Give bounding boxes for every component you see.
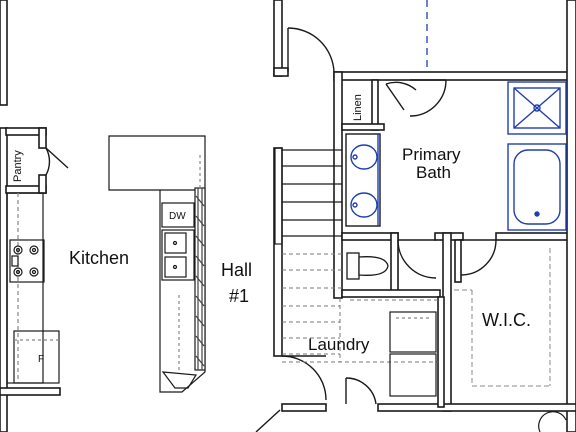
wall-toilet-right [390, 232, 399, 296]
wall-bedroom-bottom [273, 67, 289, 77]
fridge-label: F [38, 354, 44, 365]
sink-icon [350, 144, 378, 170]
linen-label: Linen [352, 94, 364, 121]
bathtub-icon [507, 143, 567, 231]
range-icon [9, 239, 45, 283]
wall-left-exterior-top [0, 0, 8, 106]
kitchen-label: Kitchen [69, 248, 129, 268]
wall-bath-bottom-left [341, 232, 399, 241]
bath-fixtures [345, 81, 567, 231]
shower-icon [507, 81, 567, 135]
wall-bedroom-left [273, 0, 283, 77]
vanity [345, 133, 381, 227]
kitchen-fixtures [6, 135, 206, 393]
wall-laundry-right [437, 296, 445, 408]
stairs [274, 147, 342, 245]
dryer-icon [389, 353, 437, 397]
wall-laundry-bottom [281, 403, 327, 412]
doors [45, 27, 497, 405]
island [108, 135, 206, 393]
wall-linen-right [371, 79, 379, 131]
washer-dryer [389, 311, 437, 397]
wall-bedroom-bath [333, 71, 576, 81]
wall-pantry-right-lower [38, 174, 47, 194]
pantry-label: Pantry [12, 150, 24, 182]
wall-wic-right [566, 0, 576, 432]
stairs-below [282, 253, 438, 363]
wic-label: W.I.C. [482, 310, 531, 330]
primary-bath-label-line2: Bath [416, 163, 451, 182]
wall-toilet-bottom [341, 289, 441, 298]
closet-shelves [454, 248, 551, 387]
wall-bottom-left [0, 387, 61, 396]
washer-icon [389, 311, 437, 353]
wall-linen-bottom [341, 123, 385, 131]
wall-wic-left-stub [454, 239, 462, 283]
wall-left-exterior-bottom [0, 127, 8, 432]
laundry-label: Laundry [308, 335, 370, 354]
wall-bath-bottom-right [495, 232, 576, 241]
primary-bath-label: Primary [402, 145, 461, 164]
dishwasher-label: DW [169, 211, 186, 222]
sink-icon [350, 192, 378, 218]
wall-bottom-right [377, 403, 576, 412]
fridge-icon [13, 330, 60, 384]
hall-number-label: #1 [229, 286, 249, 306]
toilet-icon [346, 252, 389, 280]
hall-label: Hall [221, 260, 252, 280]
wall-pantry-right [38, 127, 47, 149]
wall-bath-left [333, 71, 343, 299]
bottom-door-arc [538, 411, 567, 432]
sink-icon [161, 229, 195, 281]
